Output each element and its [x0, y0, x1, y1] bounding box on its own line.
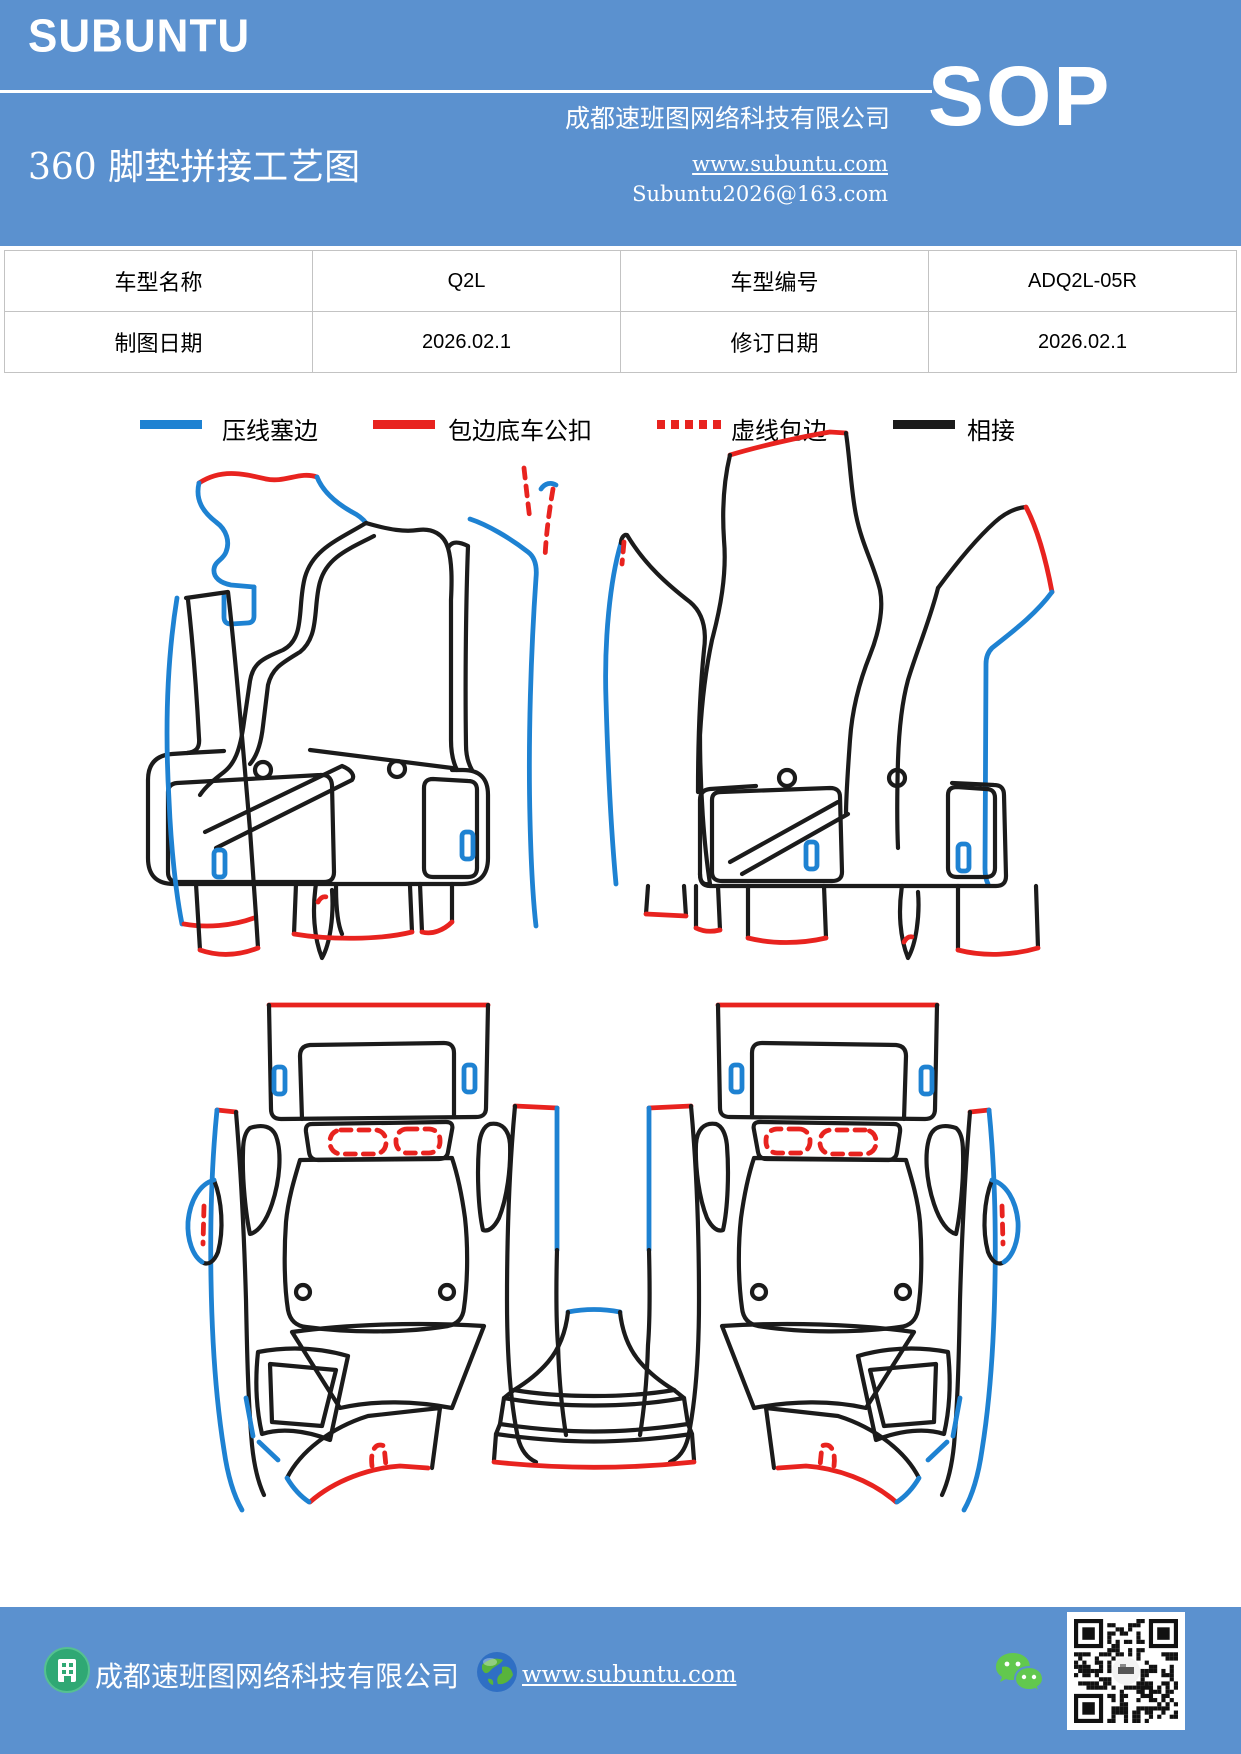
header-divider — [0, 90, 932, 93]
globe-icon — [477, 1652, 517, 1692]
legend-red-label: 包边底车公扣 — [448, 417, 592, 445]
mat-pattern-diagram — [0, 420, 1241, 1530]
qr-code — [1067, 1612, 1185, 1730]
model-name-value: Q2L — [312, 250, 621, 312]
sop-label: SOP — [928, 49, 1112, 143]
legend-blue-swatch — [140, 420, 202, 429]
legend-dashed-swatch — [657, 420, 723, 429]
revise-date-value: 2026.02.1 — [928, 311, 1237, 373]
brand-logo: SUBUNTU — [28, 10, 251, 63]
table-row: 车型名称 Q2L 车型编号 ADQ2L-05R — [4, 250, 1237, 312]
legend-black-swatch — [893, 420, 955, 429]
page-footer: 成都速班图网络科技有限公司 www.subuntu.com — [0, 1607, 1241, 1754]
model-name-label: 车型名称 — [4, 250, 313, 312]
header-email: Subuntu2026@163.com — [632, 182, 888, 206]
front-left-mat-diagram — [145, 465, 539, 961]
legend-black-label: 相接 — [967, 417, 1015, 445]
header-company-name: 成都速班图网络科技有限公司 — [564, 104, 890, 133]
table-row: 制图日期 2026.02.1 修订日期 2026.02.1 — [4, 311, 1237, 373]
building-icon — [44, 1647, 90, 1693]
rear-right-mat-diagram — [637, 1002, 1021, 1513]
legend-blue-label: 压线塞边 — [222, 417, 318, 445]
draw-date-value: 2026.02.1 — [312, 311, 621, 373]
front-right-mat-diagram — [538, 429, 1055, 961]
revise-date-label: 修订日期 — [620, 311, 929, 373]
draw-date-label: 制图日期 — [4, 311, 313, 373]
header-website-link[interactable]: www.subuntu.com — [692, 152, 888, 176]
footer-website-link[interactable]: www.subuntu.com — [522, 1662, 737, 1688]
center-tunnel-diagram — [491, 1307, 697, 1470]
page-title: 360 脚垫拼接工艺图 — [28, 147, 361, 188]
page-header: SUBUNTU 成都速班图网络科技有限公司 SOP 360 脚垫拼接工艺图 ww… — [0, 0, 1241, 246]
model-code-label: 车型编号 — [620, 250, 929, 312]
footer-company-name: 成都速班图网络科技有限公司 — [95, 1660, 460, 1693]
legend-red-swatch — [373, 420, 435, 429]
wechat-icon — [996, 1653, 1045, 1695]
vehicle-info-table: 车型名称 Q2L 车型编号 ADQ2L-05R 制图日期 2026.02.1 修… — [4, 250, 1237, 373]
model-code-value: ADQ2L-05R — [928, 250, 1237, 312]
legend: 压线塞边 包边底车公扣 虚线包边 相接 — [0, 408, 1241, 450]
